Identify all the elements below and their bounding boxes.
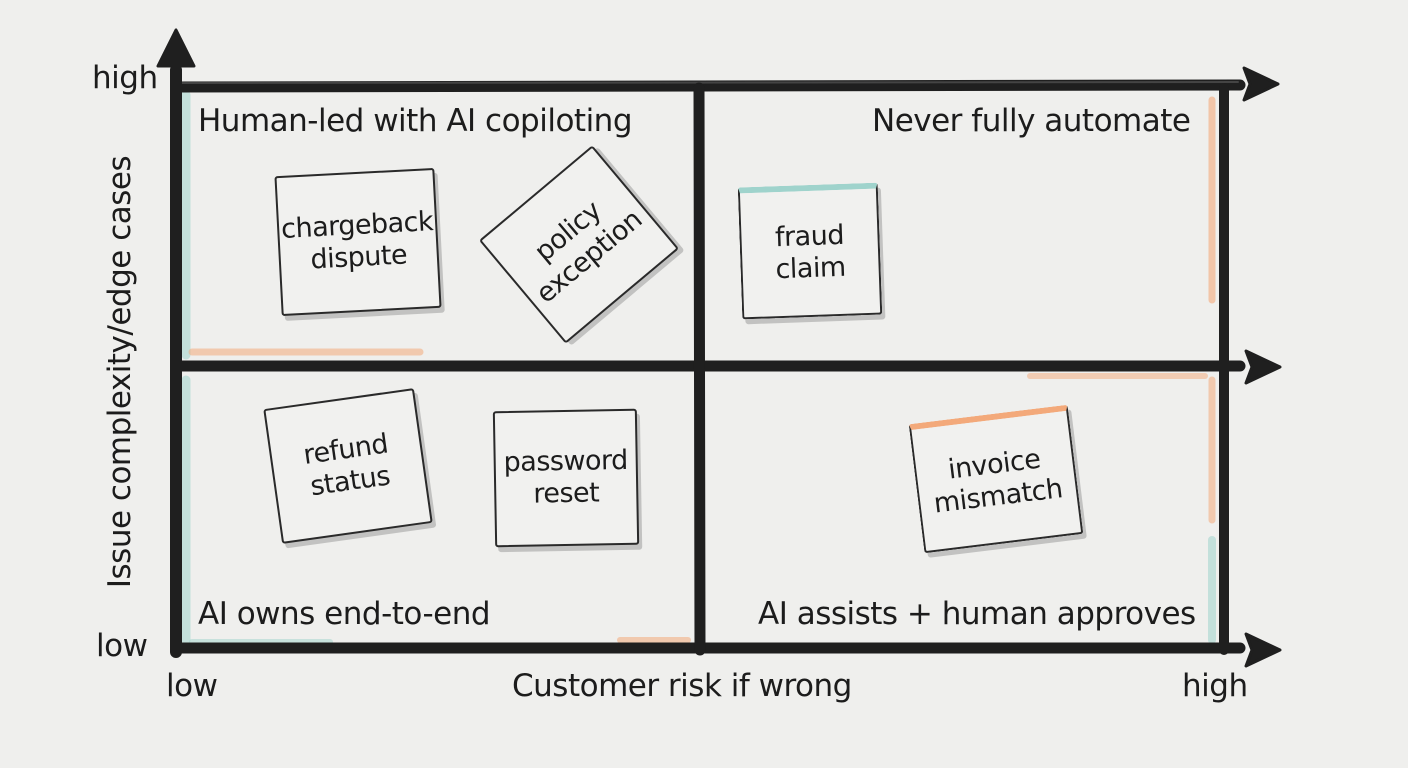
top-arrowhead — [1242, 66, 1280, 102]
grid-lines — [170, 64, 1246, 658]
quadrant-title-bottom-right: AI assists + human approves — [758, 596, 1196, 632]
note-policy-exception-text: policy exception — [528, 195, 648, 310]
color-wash — [181, 90, 1216, 645]
note-password-reset-text: password reset — [503, 444, 629, 510]
x-axis-title: Customer risk if wrong — [512, 668, 852, 704]
note-fraud-claim: fraud claim — [737, 182, 883, 320]
note-password-reset: password reset — [492, 408, 640, 548]
note-chargeback-dispute: chargeback dispute — [274, 167, 442, 317]
quadrant-title-bottom-left: AI owns end-to-end — [198, 596, 491, 632]
x-axis-high-label: high — [1182, 668, 1248, 704]
bottom-arrowhead — [1244, 632, 1282, 668]
y-axis-title: Issue complexity/edge cases — [102, 155, 138, 589]
note-chargeback-dispute-text: chargeback dispute — [280, 205, 434, 276]
note-invoice-mismatch: invoice mismatch — [908, 404, 1084, 554]
note-invoice-mismatch-text: invoice mismatch — [932, 443, 1065, 520]
quadrant-title-top-right: Never fully automate — [872, 103, 1191, 139]
y-axis-low-label: low — [96, 628, 148, 664]
quadrant-title-top-left: Human-led with AI copiloting — [198, 103, 633, 139]
x-axis-low-label: low — [166, 668, 218, 704]
note-fraud-claim-text: fraud claim — [774, 219, 847, 286]
note-refund-status-text: refund status — [301, 428, 392, 503]
note-refund-status: refund status — [263, 388, 433, 544]
y-axis-arrowhead — [156, 28, 196, 68]
y-axis-high-label: high — [92, 60, 158, 96]
arrowheads — [156, 28, 1282, 668]
mid-arrowhead — [1244, 349, 1282, 385]
